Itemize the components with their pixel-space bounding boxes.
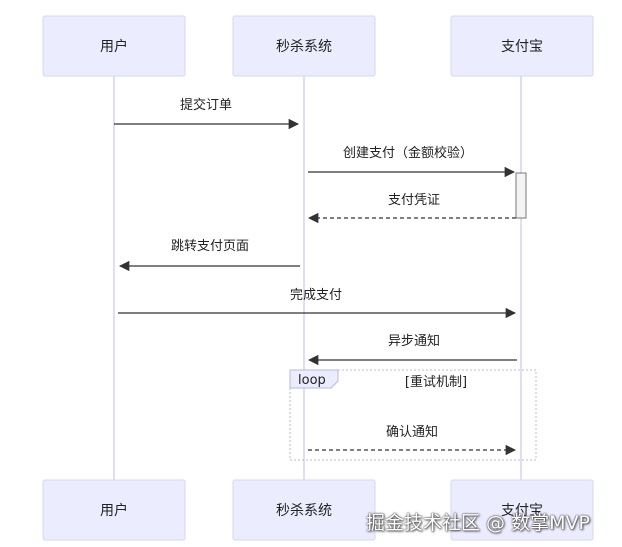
message-2: 创建支付（金额校验） — [308, 145, 516, 178]
participant-label: 用户 — [100, 502, 128, 519]
message-label: 完成支付 — [290, 288, 342, 303]
loop-label: loop — [298, 373, 326, 388]
participant-user-bottom: 用户 — [42, 479, 186, 541]
participant-seckill-top: 秒杀系统 — [232, 15, 376, 77]
participant-user-top: 用户 — [42, 15, 186, 77]
participant-label: 用户 — [100, 38, 128, 55]
message-6: 异步通知 — [307, 333, 517, 366]
participant-alipay-top: 支付宝 — [450, 15, 594, 77]
message-label: 异步通知 — [388, 333, 440, 349]
participant-alipay-bottom: 支付宝 — [450, 479, 594, 541]
participant-label: 秒杀系统 — [276, 503, 332, 519]
message-label: 支付凭证 — [388, 193, 440, 208]
participant-label: 秒杀系统 — [276, 39, 332, 55]
message-label: 跳转支付页面 — [171, 239, 249, 254]
loop-tab — [289, 369, 339, 389]
message-label: 提交订单 — [180, 97, 232, 113]
message-label: 创建支付（金额校验） — [343, 145, 473, 161]
activation-bar — [515, 172, 527, 219]
message-3: 支付凭证 — [307, 193, 516, 224]
participant-seckill-bottom: 秒杀系统 — [232, 479, 376, 541]
loop-condition: [重试机制] — [405, 374, 467, 390]
message-7: 确认通知 — [308, 424, 517, 456]
message-label: 确认通知 — [386, 424, 438, 440]
watermark: 掘金技术社区 @ 数掌MVP — [366, 512, 590, 534]
message-5: 完成支付 — [118, 288, 517, 319]
participant-label: 支付宝 — [501, 503, 543, 519]
message-1: 提交订单 — [114, 97, 300, 130]
participant-label: 支付宝 — [501, 39, 543, 55]
message-4: 跳转支付页面 — [118, 239, 300, 272]
